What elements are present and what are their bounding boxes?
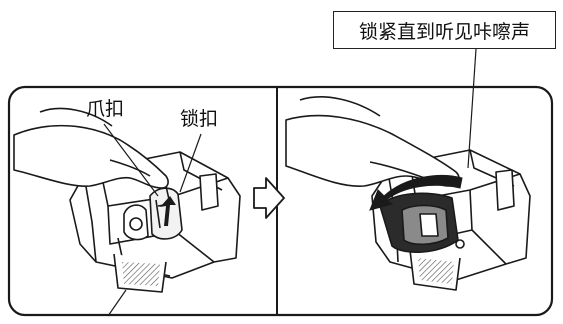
instruction-text: 锁紧直到听见咔嚓声: [358, 20, 530, 43]
left-step-illustration: [69, 151, 241, 293]
callout-leader-line: [467, 48, 477, 169]
rotate-arrow: [369, 174, 463, 211]
left-hand: [13, 107, 169, 189]
lock-leader-line: [179, 133, 202, 193]
lock-label: 锁扣: [180, 108, 219, 130]
instruction-callout: 锁紧直到听见咔嚓声: [333, 11, 556, 49]
next-step-arrow-icon: [253, 177, 285, 219]
claw-leader-line: [103, 123, 159, 197]
bottom-leader-line: [107, 289, 127, 317]
push-up-arrow: [160, 196, 176, 226]
right-bottom-tab-shading: [418, 258, 454, 284]
bottom-tab-shading: [122, 262, 160, 286]
claw-label: 爪扣: [86, 98, 125, 120]
